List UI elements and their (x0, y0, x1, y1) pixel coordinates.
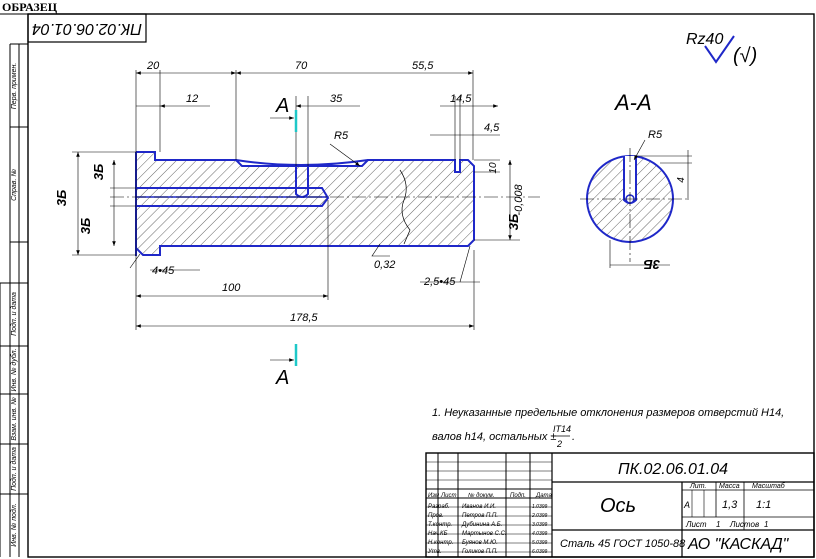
tb-sheets-label: Листов (729, 520, 759, 529)
tb-mass-label: Масса (719, 483, 740, 490)
tb-row-role-0: Разраб. (428, 504, 450, 510)
tb-code: ПК.02.06.01.04 (618, 461, 728, 478)
tb-lit: А (683, 500, 690, 510)
tb-row-name-4: Буянов М.Ю. (462, 540, 498, 546)
technical-notes: 1. Неуказанные предельные отклонения раз… (432, 407, 784, 449)
dim-r5: R5 (334, 130, 349, 142)
dim-10: 10 (488, 162, 499, 174)
tb-row-date-2: 3.0399 (532, 522, 548, 528)
dim-12: 12 (186, 93, 198, 105)
marker-1: 3Б (54, 190, 69, 206)
tb-scale-label: Масштаб (752, 482, 786, 490)
dim-55-5: 55,5 (412, 60, 434, 72)
tb-row-name-3: Мартынов С.С. (462, 531, 507, 537)
tb-scale: 1:1 (756, 499, 771, 511)
dim-dia-main: -0,008 (513, 184, 525, 216)
tb-row-name-5: Голиков П.П. (462, 549, 498, 555)
tb-row-name-1: Петров П.П. (462, 513, 498, 519)
cut-label-bottom: А (275, 367, 289, 389)
dim-4-5: 4,5 (484, 122, 500, 134)
tb-name: Ось (600, 495, 636, 517)
note-frac-num: IT14 (553, 424, 571, 434)
tb-lit-label: Лит. (689, 483, 706, 490)
tb-row-date-4: 5.0399 (532, 540, 548, 546)
tb-row-role-5: Утв. (427, 549, 442, 555)
tb-material: Сталь 45 ГОСТ 1050-88 (560, 538, 686, 550)
section-title: А-А (613, 90, 652, 115)
dim-35: 35 (330, 93, 343, 105)
strip-label-1: Перв. примен. (11, 63, 18, 110)
roughness-note: (√) (733, 45, 757, 67)
dim-100: 100 (222, 282, 241, 294)
title-block: ПК.02.06.01.04 Ось Сталь 45 ГОСТ 1050-88… (425, 452, 815, 558)
dim-20: 20 (146, 60, 160, 72)
tb-sheets-num: 1 (764, 520, 768, 529)
roughness-value: Rz40 (686, 31, 723, 48)
top-code-box: ПК.02.06.01.04 (27, 13, 147, 43)
tb-row-role-3: Нач.КБ (428, 531, 448, 537)
tb-row-date-3: 4.0399 (532, 531, 548, 537)
main-dimensions: 20 70 55,5 12 35 14,5 4,5 R5 10 -0,008 3… (54, 60, 525, 330)
tb-row-date-5: 6.0399 (532, 549, 548, 555)
tb-mass: 1,3 (722, 499, 738, 511)
tb-row-name-0: Иванов И.И. (462, 504, 496, 510)
tb-row-date-0: 1.0399 (532, 504, 548, 510)
note-line-1: 1. Неуказанные предельные отклонения раз… (432, 407, 784, 419)
svg-text:.: . (572, 431, 575, 443)
dim-70: 70 (295, 60, 308, 72)
tb-signature-rows: Разраб. Иванов И.И. 1.0399 Пров. Петров … (427, 504, 548, 555)
tb-head-3: Подп. (510, 493, 526, 499)
tb-row-date-1: 2.0399 (531, 513, 548, 519)
roughness-032: 0,32 (374, 259, 395, 271)
tb-head-0: Изм (428, 493, 439, 499)
sample-label: ОБРАЗЕЦ (2, 0, 58, 14)
tb-left-grid (426, 453, 552, 557)
tb-sheet-label: Лист (685, 520, 707, 529)
marker-4: 3Б (506, 214, 521, 230)
tb-head-1: Лист (440, 493, 456, 499)
section-radius: R5 (648, 129, 663, 141)
roughness-symbol: Rz40 (√) (686, 31, 757, 67)
tb-sheet-num: 1 (716, 520, 720, 529)
tb-head-2: № докум. (468, 492, 494, 499)
top-code-text: ПК.02.06.01.04 (32, 20, 142, 37)
strip-label-2: Справ. № (11, 169, 18, 201)
tb-row-role-4: Н.контр. (428, 540, 453, 546)
tb-head-4: Дата (535, 493, 552, 499)
shaft-main-view (110, 151, 540, 256)
tb-row-role-2: Т.контр. (428, 522, 452, 528)
tb-company: АО "КАСКАД" (687, 536, 790, 553)
strip-label-7: Инв. № подл. (10, 503, 18, 546)
section-depth: 4 (676, 177, 687, 183)
dim-14-5: 14,5 (450, 93, 472, 105)
section-cut-markers: А А (270, 95, 298, 389)
note-line-2: валов h14, остальных ± (432, 431, 556, 443)
note-frac-den: 2 (556, 439, 562, 449)
tb-row-role-1: Пров. (428, 513, 444, 519)
left-strip: Перв. примен. Справ. № Подп. и дата Инв.… (0, 43, 28, 557)
strip-label-3: Подп. и дата (10, 292, 18, 336)
cut-label-top: А (275, 95, 289, 117)
tb-row-name-2: Дубинина А.Б. (461, 522, 502, 528)
marker-2: 3Б (91, 164, 106, 180)
chamfer-2: 2,5•45 (423, 276, 456, 288)
strip-label-4: Инв. № дубл. (10, 348, 18, 391)
dim-178-5: 178,5 (290, 312, 318, 324)
strip-label-5: Взам. инв. № (11, 397, 18, 441)
strip-label-6: Подп. и дата (10, 447, 18, 491)
chamfer-1: 4•45 (152, 265, 175, 277)
section-marker: 3Б (644, 257, 660, 272)
sheet-frame (0, 13, 815, 558)
marker-3: 3Б (78, 218, 93, 234)
section-aa: А-А R5 4 3Б (580, 90, 692, 272)
